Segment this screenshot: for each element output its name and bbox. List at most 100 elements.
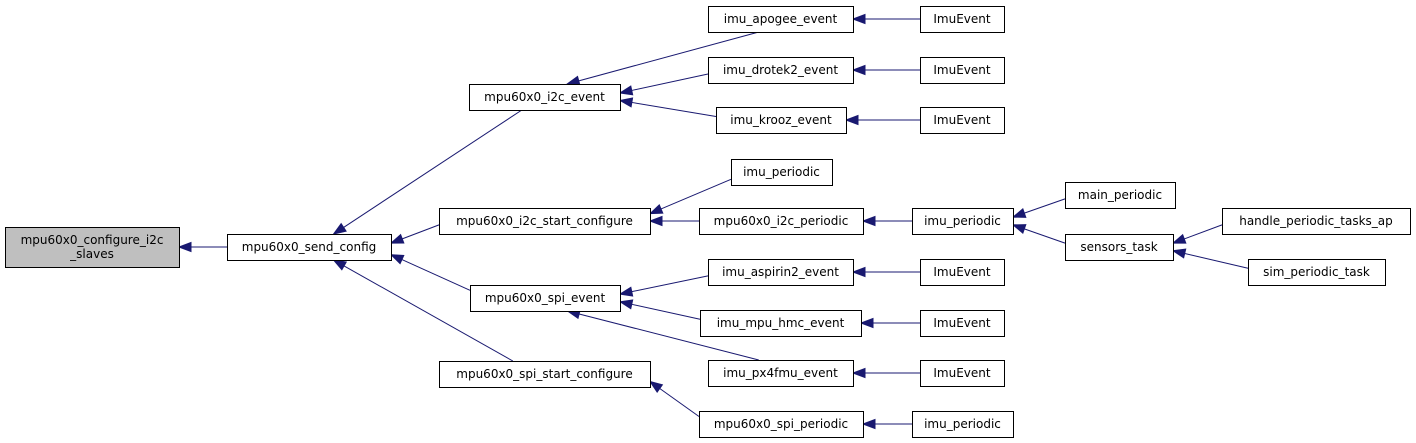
edge-line bbox=[343, 265, 514, 362]
arrowhead bbox=[861, 418, 876, 430]
node-box bbox=[439, 361, 651, 388]
node-imu-drotek2-event[interactable]: imu_drotek2_event bbox=[708, 57, 854, 84]
arrowhead bbox=[851, 13, 866, 25]
node-imu-mpu-hmc-event[interactable]: imu_mpu_hmc_event bbox=[700, 310, 862, 337]
node-imuevent-2[interactable]: ImuEvent bbox=[920, 57, 1005, 84]
node-box bbox=[920, 259, 1005, 286]
arrowhead bbox=[859, 317, 874, 329]
edge-i2c-periodic-to-i2c-start-configure bbox=[648, 215, 699, 227]
edge-line bbox=[631, 73, 709, 91]
node-send-config[interactable]: mpu60x0_send_config bbox=[227, 234, 392, 261]
edge-imuevent-2-to-imu-drotek2-event bbox=[851, 64, 920, 76]
edge-line bbox=[1184, 224, 1223, 240]
edge-line bbox=[579, 313, 759, 361]
node-box bbox=[699, 208, 864, 235]
node-label: mpu60x0_spi_start_configure bbox=[456, 367, 632, 381]
node-i2c-periodic[interactable]: mpu60x0_i2c_periodic bbox=[699, 208, 864, 235]
edge-imu-periodic-c-to-spi-periodic bbox=[861, 418, 912, 430]
node-spi-event[interactable]: mpu60x0_spi_event bbox=[470, 285, 621, 312]
edge-spi-periodic-to-spi-start-configure bbox=[648, 380, 700, 417]
node-box bbox=[920, 6, 1005, 33]
arrowhead bbox=[332, 259, 348, 271]
node-label: imu_apogee_event bbox=[724, 12, 838, 26]
node-label: ImuEvent bbox=[933, 366, 991, 380]
edge-i2c-start-configure-to-send-config bbox=[389, 224, 440, 244]
node-box bbox=[716, 107, 847, 134]
arrowhead bbox=[844, 114, 859, 126]
node-box bbox=[469, 84, 621, 111]
node-i2c-event[interactable]: mpu60x0_i2c_event bbox=[469, 84, 621, 111]
edge-imu-periodic-b-to-i2c-periodic bbox=[861, 215, 912, 227]
edge-line bbox=[631, 101, 717, 118]
node-imu-periodic-b[interactable]: imu_periodic bbox=[912, 208, 1014, 235]
arrowhead bbox=[618, 85, 634, 96]
node-handle-periodic-tasks-ap[interactable]: handle_periodic_tasks_ap bbox=[1222, 208, 1411, 235]
node-box bbox=[1248, 259, 1386, 286]
node-box bbox=[731, 159, 833, 186]
node-imuevent-3[interactable]: ImuEvent bbox=[920, 107, 1005, 134]
arrowhead bbox=[1171, 233, 1187, 244]
node-box bbox=[912, 208, 1014, 235]
edge-imu-periodic-a-to-i2c-start-configure bbox=[648, 178, 732, 215]
arrowhead bbox=[618, 299, 634, 310]
arrowhead bbox=[851, 266, 866, 278]
edge-main-periodic-to-imu-periodic-b bbox=[1011, 198, 1066, 218]
arrowhead bbox=[851, 64, 866, 76]
node-box bbox=[227, 234, 392, 261]
edge-line bbox=[343, 109, 523, 228]
arrowhead bbox=[565, 75, 581, 86]
node-box bbox=[920, 310, 1005, 337]
edge-imuevent-5-to-imu-mpu-hmc-event bbox=[859, 317, 920, 329]
node-label: sim_periodic_task bbox=[1263, 265, 1370, 279]
node-imuevent-1[interactable]: ImuEvent bbox=[920, 6, 1005, 33]
node-imuevent-5[interactable]: ImuEvent bbox=[920, 310, 1005, 337]
arrowhead bbox=[618, 97, 634, 108]
node-configure-slaves[interactable]: mpu60x0_configure_i2c_slaves bbox=[5, 227, 180, 268]
edge-line bbox=[1024, 198, 1066, 214]
node-box bbox=[708, 6, 854, 33]
edge-imu-mpu-hmc-event-to-spi-event bbox=[618, 299, 701, 320]
node-label: imu_drotek2_event bbox=[723, 63, 838, 77]
edge-sensors-task-to-imu-periodic-b bbox=[1011, 224, 1066, 244]
node-imu-px4fmu-event[interactable]: imu_px4fmu_event bbox=[708, 360, 854, 387]
edge-imu-krooz-event-to-i2c-event bbox=[618, 97, 717, 118]
edge-line bbox=[1024, 228, 1066, 244]
node-box bbox=[920, 57, 1005, 84]
node-label: ImuEvent bbox=[933, 63, 991, 77]
nodes: mpu60x0_configure_i2c_slaves mpu60x0_send… bbox=[5, 6, 1411, 438]
node-label: mpu60x0_i2c_event bbox=[484, 90, 605, 104]
arrowhead bbox=[861, 215, 876, 227]
arrowhead bbox=[1011, 224, 1027, 234]
node-label: mpu60x0_configure_i2c bbox=[21, 233, 164, 247]
node-box bbox=[912, 411, 1014, 438]
node-label: mpu60x0_spi_event bbox=[485, 291, 606, 305]
node-box bbox=[1222, 208, 1411, 235]
edge-line bbox=[660, 178, 732, 210]
node-imu-apogee-event[interactable]: imu_apogee_event bbox=[708, 6, 854, 33]
node-box bbox=[439, 208, 651, 235]
node-imu-periodic-c[interactable]: imu_periodic bbox=[912, 411, 1014, 438]
node-imuevent-6[interactable]: ImuEvent bbox=[920, 360, 1005, 387]
edge-imu-aspirin2-event-to-spi-event bbox=[618, 275, 709, 297]
node-main-periodic[interactable]: main_periodic bbox=[1065, 182, 1176, 209]
node-sim-periodic-task[interactable]: sim_periodic_task bbox=[1248, 259, 1386, 286]
node-imuevent-4[interactable]: ImuEvent bbox=[920, 259, 1005, 286]
edge-imu-drotek2-event-to-i2c-event bbox=[618, 73, 709, 96]
edge-line bbox=[1184, 252, 1249, 269]
node-imu-krooz-event[interactable]: imu_krooz_event bbox=[716, 107, 847, 134]
edge-line bbox=[631, 275, 709, 293]
node-label: _slaves bbox=[69, 247, 114, 261]
node-spi-periodic[interactable]: mpu60x0_spi_periodic bbox=[699, 411, 864, 438]
node-i2c-start-configure[interactable]: mpu60x0_i2c_start_configure bbox=[439, 208, 651, 235]
edge-sim-periodic-task-to-sensors-task bbox=[1171, 248, 1249, 269]
edge-send-config-to-configure-slaves bbox=[177, 241, 227, 253]
edge-imuevent-6-to-imu-px4fmu-event bbox=[851, 367, 920, 379]
node-imu-aspirin2-event[interactable]: imu_aspirin2_event bbox=[708, 259, 854, 286]
node-sensors-task[interactable]: sensors_task bbox=[1065, 234, 1174, 261]
edge-line bbox=[578, 31, 759, 82]
node-label: ImuEvent bbox=[933, 12, 991, 26]
node-box bbox=[5, 227, 180, 268]
node-imu-periodic-a[interactable]: imu_periodic bbox=[731, 159, 833, 186]
node-spi-start-configure[interactable]: mpu60x0_spi_start_configure bbox=[439, 361, 651, 388]
